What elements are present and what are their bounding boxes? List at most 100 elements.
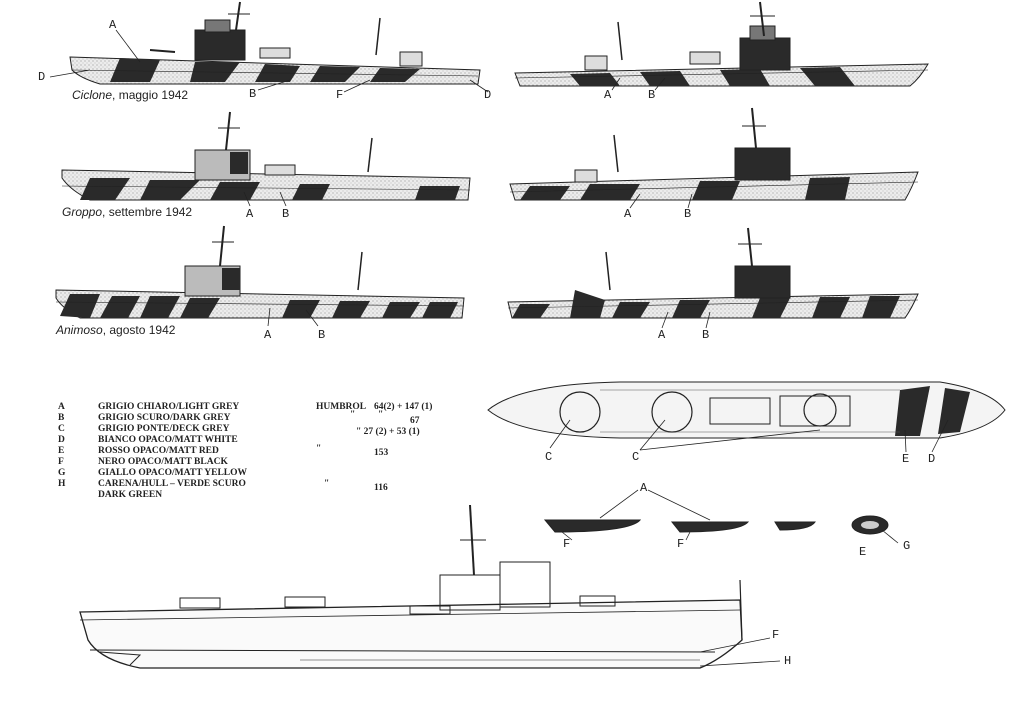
profile-animoso-port	[507, 227, 919, 319]
profile-ciclone-port	[514, 1, 929, 87]
callout-line-h	[699, 660, 781, 667]
callout-line-a-r2l	[243, 191, 251, 207]
callout-label-c: C	[545, 450, 553, 464]
legend-humbrol: 27 (2) + 53 (1)	[363, 427, 420, 437]
callout-label-b: B	[648, 88, 656, 102]
caption-ciclone: Ciclone, maggio 1942	[72, 88, 189, 102]
callout-label-h: H	[784, 654, 792, 668]
callout-label-f: F	[772, 628, 780, 642]
callout-label-b: B	[702, 328, 710, 342]
callout-label-c: C	[632, 450, 640, 464]
legend-desc: NERO OPACO/MATT BLACK	[98, 457, 228, 467]
humbrol-label: HUMBROL	[316, 402, 367, 412]
caption-groppo: Groppo, settembre 1942	[62, 205, 193, 219]
callout-label-a: A	[604, 88, 612, 102]
caption-ship-name: Groppo	[62, 205, 103, 219]
legend-code: E	[58, 446, 65, 456]
legend-desc: GIALLO OPACO/MATT YELLOW	[98, 468, 248, 478]
ditto-mark: "	[350, 410, 356, 420]
ditto-mark: "	[324, 479, 330, 489]
legend-code: B	[58, 413, 65, 423]
callout-line-a-r3r	[661, 311, 669, 329]
caption-animoso: Animoso, agosto 1942	[56, 323, 176, 337]
callout-line-c3	[639, 429, 821, 451]
legend-code: F	[58, 457, 64, 467]
legend-desc: DARK GREEN	[98, 490, 163, 500]
callout-label-a: A	[624, 207, 632, 221]
callout-line-d2	[469, 79, 489, 93]
callout-label-a: A	[640, 481, 648, 495]
callout-line-f-large	[699, 637, 771, 653]
caption-ship-name: Animoso	[56, 323, 103, 337]
callout-label-b: B	[318, 328, 326, 342]
callout-label-b: B	[282, 207, 290, 221]
callout-label-g: G	[903, 539, 911, 553]
legend-humbrol-b: 67	[410, 416, 420, 426]
callout-label-a: A	[246, 207, 254, 221]
ditto-mark: "	[316, 444, 322, 454]
callout-line-c2	[639, 419, 666, 451]
caption-date: settembre 1942	[108, 205, 193, 219]
callout-line-a-boat1	[599, 489, 639, 519]
callout-label-a: A	[264, 328, 272, 342]
callout-label-d: D	[484, 88, 492, 102]
caption-date: agosto 1942	[109, 323, 176, 337]
callout-label-b: B	[249, 87, 257, 101]
callout-label-a: A	[109, 18, 117, 32]
callout-line-a	[115, 29, 141, 63]
callout-line-a-r3l	[267, 307, 271, 327]
callout-label-f: F	[563, 537, 571, 551]
callout-label-e: E	[902, 452, 910, 466]
callout-label-d: D	[38, 70, 46, 84]
callout-label-e: E	[859, 545, 867, 559]
callout-line-a-r1	[611, 77, 621, 91]
callout-label-b: B	[684, 207, 692, 221]
legend-code: G	[58, 468, 66, 478]
legend-desc: GRIGIO PONTE/DECK GREY	[98, 424, 230, 434]
legend-code: C	[58, 424, 65, 434]
ditto-mark: "	[378, 410, 384, 420]
ditto-mark: "	[356, 427, 362, 437]
legend-desc: GRIGIO SCURO/DARK GREY	[98, 413, 231, 423]
callout-line-e	[904, 429, 907, 453]
callout-line-d-plan	[931, 419, 949, 453]
callout-line-f	[343, 79, 371, 93]
color-legend: HUMBROL A GRIGIO CHIARO/LIGHT GREY 64(2)…	[58, 402, 458, 502]
callout-line-b-r3l	[305, 309, 319, 327]
legend-humbrol: 67	[410, 416, 420, 426]
callout-label-d: D	[928, 452, 936, 466]
legend-humbrol-c: " 27 (2) + 53 (1)	[356, 427, 420, 437]
legend-code: D	[58, 435, 65, 445]
legend-code: A	[58, 402, 65, 412]
legend-desc: BIANCO OPACO/MATT WHITE	[98, 435, 238, 445]
callout-line-a-r2r	[629, 193, 641, 209]
callout-line-b-r2r	[687, 193, 693, 209]
profile-groppo-starboard	[61, 111, 471, 201]
legend-desc: GRIGIO CHIARO/LIGHT GREY	[98, 402, 240, 412]
profile-groppo-port	[509, 107, 919, 201]
deck-plan	[487, 381, 1006, 439]
callout-line-d	[49, 69, 91, 78]
boats	[543, 515, 889, 535]
callout-line-f-boat1	[561, 531, 573, 541]
legend-desc: CARENA/HULL – VERDE SCURO	[98, 479, 246, 489]
legend-humbrol: 116	[374, 483, 388, 493]
profile-animoso-starboard	[55, 225, 465, 319]
callout-label-a: A	[658, 328, 666, 342]
legend-humbrol: 64(2) + 147 (1)	[374, 402, 433, 412]
caption-date: maggio 1942	[118, 88, 189, 102]
callout-label-f: F	[336, 88, 344, 102]
legend-desc: ROSSO OPACO/MATT RED	[98, 446, 219, 456]
callout-line-b-r1	[654, 77, 666, 91]
callout-line-a-boat2	[647, 489, 711, 521]
legend-humbrol: 153	[374, 448, 389, 458]
callout-line-g	[881, 529, 899, 544]
legend-code: H	[58, 479, 66, 489]
profile-ciclone-starboard	[69, 1, 481, 85]
callout-line-f-boat2	[685, 531, 691, 541]
callout-line-b-r2l	[279, 191, 287, 207]
callout-line-c1	[549, 419, 571, 449]
caption-ship-name: Ciclone	[72, 88, 113, 102]
